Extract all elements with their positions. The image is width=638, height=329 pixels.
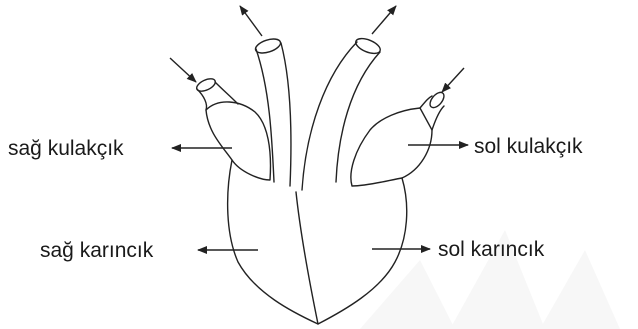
left-vessel [302,42,357,190]
label-left-atrium: sol kulakçık [474,135,583,158]
flow-arrow-in-right [442,68,464,92]
right-atrium-tube [197,89,207,110]
label-left-ventricle: sol karıncık [438,238,545,261]
right-vessel-opening [254,36,282,55]
label-right-atrium: sağ kulakçık [8,137,124,160]
flow-arrow-top-right [372,6,396,34]
left-atrium-tube-2 [432,106,444,130]
left-vessel-inner [336,52,380,182]
right-atrium [206,102,270,180]
right-atrium-tube-2 [215,82,238,104]
flow-arrow-top-left [240,6,262,36]
left-vessel-opening [354,36,383,57]
flow-arrow-in-left [170,58,196,82]
septum-line [296,192,318,324]
label-right-ventricle: sağ karıncık [40,239,154,262]
right-atrium-opening [195,76,217,94]
heart-outline [228,160,407,324]
right-vessel-inner [281,43,291,186]
left-atrium [351,108,432,186]
